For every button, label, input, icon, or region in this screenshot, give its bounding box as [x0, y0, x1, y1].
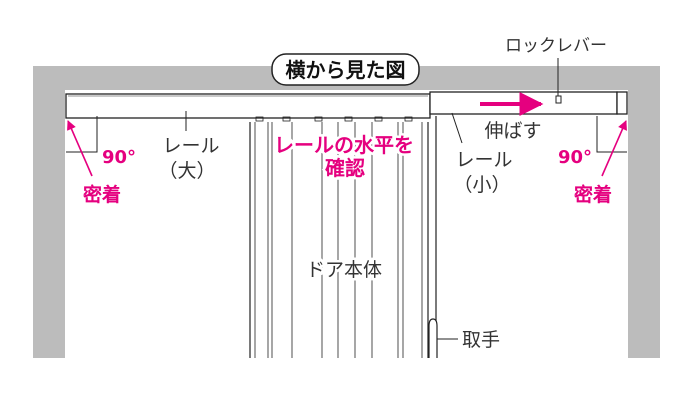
- extend-label: 伸ばす: [484, 120, 541, 142]
- contact-left-label: 密着: [83, 183, 121, 206]
- rail-large: [65, 93, 431, 119]
- wall-right: [628, 66, 660, 358]
- rail-small-endcap: [616, 91, 628, 115]
- angle-right-label: 90°: [558, 147, 592, 168]
- rail-large-label: レール: [162, 135, 219, 157]
- door-body-label: ドア本体: [306, 259, 382, 281]
- rail-hangers: [255, 116, 413, 122]
- opening: [65, 90, 628, 358]
- contact-right-label: 密着: [574, 183, 612, 206]
- handle-label: 取手: [462, 329, 500, 351]
- handle-shape: [428, 318, 438, 358]
- level-check-label: レールの水平を: [274, 133, 414, 157]
- level-check-label-2: 確認: [325, 156, 365, 180]
- title: 横から見た図: [286, 58, 406, 82]
- angle-mark-right: [596, 116, 627, 153]
- angle-mark-left: [66, 116, 98, 153]
- rail-small-leader: [451, 112, 463, 144]
- door-body: [249, 116, 437, 358]
- rail-small-label: レール: [455, 149, 512, 171]
- rail-large-label-size: （大）: [158, 160, 215, 182]
- lock-lever-label: ロックレバー: [505, 36, 607, 56]
- title-box: [271, 53, 420, 86]
- rail-small-label-size: （小）: [453, 174, 510, 196]
- lock-lever: [555, 95, 562, 104]
- wall-left: [33, 66, 65, 358]
- contact-arrow-right: [601, 120, 627, 177]
- angle-left-label: 90°: [102, 147, 136, 168]
- contact-arrow-left: [67, 120, 93, 177]
